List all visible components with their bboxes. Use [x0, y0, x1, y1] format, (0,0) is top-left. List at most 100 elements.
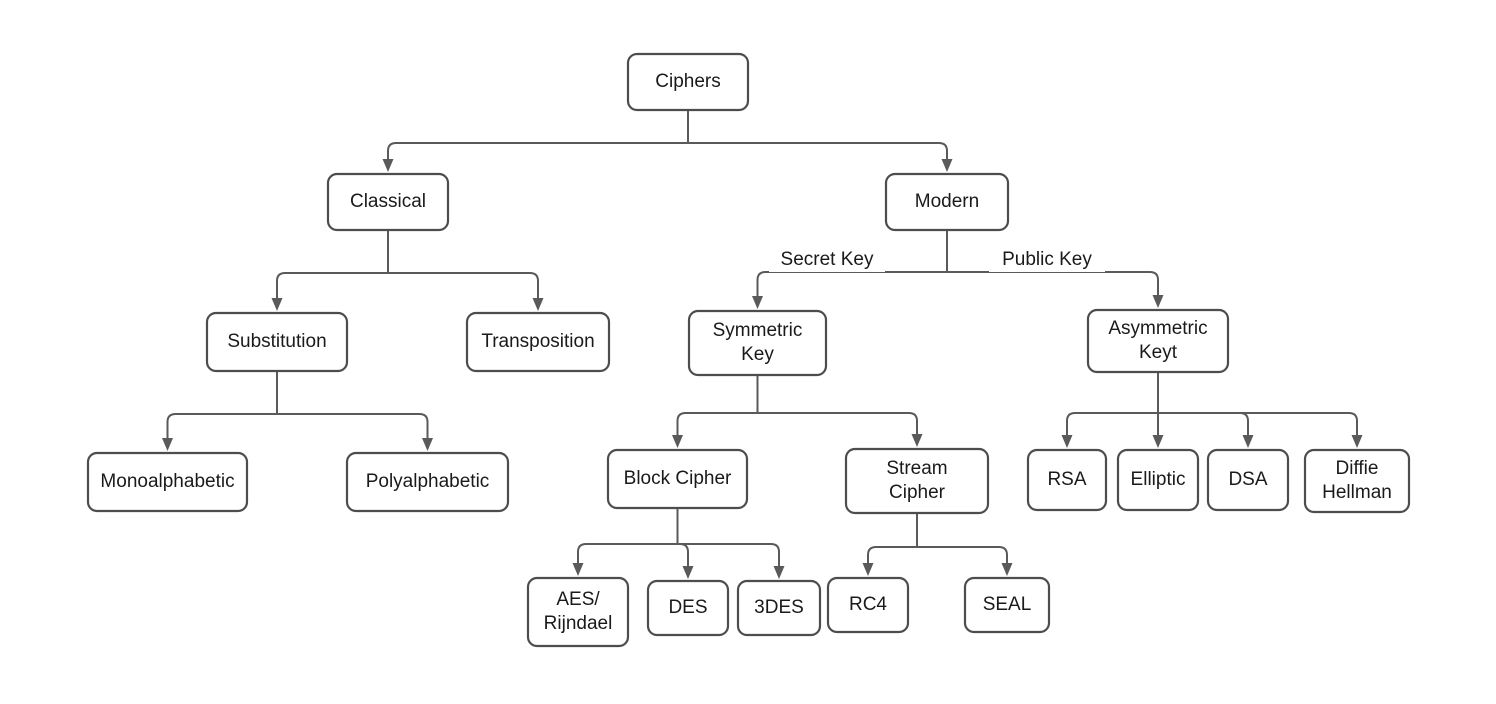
edge-line [388, 272, 539, 298]
node-label-line: Ciphers [655, 71, 720, 92]
node-box[interactable] [606, 448, 749, 510]
node-label: AES/Rijndael [544, 589, 613, 634]
arrow-icon [271, 298, 283, 311]
node-box[interactable] [736, 579, 822, 637]
node-label-line: Substitution [227, 331, 326, 352]
node-box[interactable] [465, 311, 611, 373]
node-monoalphabetic[interactable]: Monoalphabetic [86, 451, 249, 513]
edge-ciphers-to-modern [688, 142, 953, 172]
edge-line [276, 272, 388, 298]
node-seal[interactable]: SEAL [963, 576, 1051, 634]
node-box[interactable] [826, 576, 910, 634]
arrow-icon [532, 298, 544, 311]
node-label: Monoalphabetic [100, 471, 234, 492]
node-label-line: Monoalphabetic [100, 471, 234, 492]
edge-line [947, 271, 1159, 295]
node-label-line: SEAL [983, 594, 1032, 615]
node-box[interactable] [687, 309, 828, 377]
node-label-line: DES [668, 597, 707, 618]
node-label-line: Asymmetric [1108, 318, 1207, 339]
node-transposition[interactable]: Transposition [465, 311, 611, 373]
arrow-icon [682, 566, 694, 579]
arrow-icon [752, 296, 763, 309]
node-label: Polyalphabetic [366, 471, 490, 492]
edges-layer [162, 110, 1363, 579]
node-ciphers[interactable]: Ciphers [626, 52, 750, 112]
edge-label-backdrop [769, 248, 885, 272]
node-dsa[interactable]: DSA [1206, 448, 1290, 512]
node-box[interactable] [86, 451, 249, 513]
node-label: Modern [915, 191, 979, 212]
edge-modern-to-asymmetric-key [947, 271, 1164, 308]
node-box[interactable] [1086, 308, 1230, 374]
node-label-line: Transposition [481, 331, 594, 352]
node-label: Classical [350, 191, 426, 212]
edge-line [387, 142, 688, 159]
node-label: DSA [1228, 469, 1267, 490]
node-label-line: Cipher [889, 482, 946, 503]
node-rc4[interactable]: RC4 [826, 576, 910, 634]
node-label: Transposition [481, 331, 594, 352]
node-label: RSA [1047, 469, 1086, 490]
node-classical[interactable]: Classical [326, 172, 450, 232]
node-box[interactable] [1303, 448, 1411, 514]
node-label-line: Stream [886, 458, 947, 479]
edge-asymmetric-key-to-rsa [1061, 412, 1158, 448]
edge-block-cipher-to-3des [677, 543, 785, 579]
node-aes-rijndael[interactable]: AES/Rijndael [526, 576, 630, 648]
secret-key-label: Secret Key [781, 249, 874, 270]
arrow-icon [941, 159, 953, 172]
edge-line [917, 546, 1008, 563]
node-box[interactable] [626, 52, 750, 112]
arrow-icon [162, 438, 173, 451]
node-polyalphabetic[interactable]: Polyalphabetic [345, 451, 510, 513]
node-label-line: 3DES [754, 597, 804, 618]
edge-line [756, 271, 947, 296]
node-box[interactable] [844, 447, 990, 515]
node-label: Ciphers [655, 71, 720, 92]
node-label-line: DSA [1228, 469, 1267, 490]
node-box[interactable] [526, 576, 630, 648]
edge-asymmetric-key-to-dsa [1158, 412, 1254, 448]
edge-line [1066, 412, 1158, 435]
edge-classical-to-substitution [271, 272, 388, 311]
node-substitution[interactable]: Substitution [205, 311, 349, 373]
node-label-line: Modern [915, 191, 979, 212]
node-des[interactable]: DES [646, 579, 730, 637]
edge-ciphers-to-classical [382, 142, 688, 172]
node-modern[interactable]: Modern [884, 172, 1010, 232]
node-label-line: AES/ [556, 589, 600, 610]
node-box[interactable] [345, 451, 510, 513]
node-box[interactable] [1206, 448, 1290, 512]
node-box[interactable] [1116, 448, 1200, 512]
arrow-icon [773, 566, 785, 579]
node-box[interactable] [646, 579, 730, 637]
node-label: Elliptic [1131, 469, 1186, 490]
node-block-cipher[interactable]: Block Cipher [606, 448, 749, 510]
node-box[interactable] [205, 311, 349, 373]
node-label-line: Classical [350, 191, 426, 212]
arrow-icon [1001, 563, 1013, 576]
edge-line [166, 413, 277, 438]
node-3des[interactable]: 3DES [736, 579, 822, 637]
node-box[interactable] [963, 576, 1051, 634]
node-box[interactable] [326, 172, 450, 232]
node-elliptic[interactable]: Elliptic [1116, 448, 1200, 512]
edge-substitution-to-monoalphabetic [162, 413, 277, 451]
edge-stream-cipher-to-rc4 [862, 546, 917, 576]
arrow-icon [1152, 295, 1164, 308]
node-box[interactable] [1026, 448, 1108, 512]
edge-asymmetric-key-to-elliptic [1152, 413, 1164, 448]
edge-line [677, 543, 689, 566]
arrow-icon [422, 438, 433, 451]
node-rsa[interactable]: RSA [1026, 448, 1108, 512]
node-box[interactable] [884, 172, 1010, 232]
